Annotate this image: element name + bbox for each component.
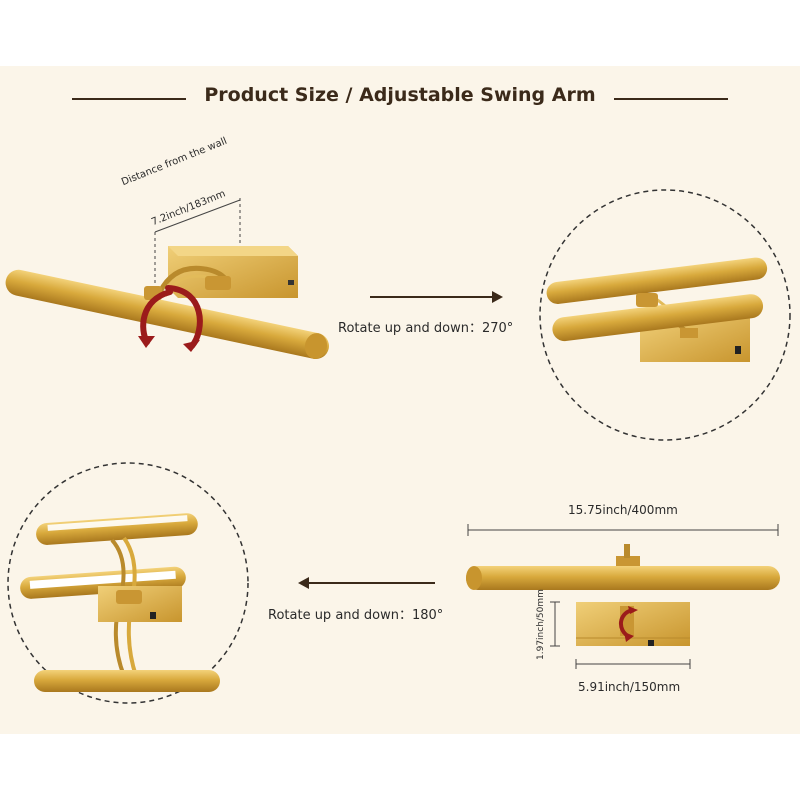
rotate-270-label: Rotate up and down：270° xyxy=(338,321,514,336)
page-title: Product Size / Adjustable Swing Arm xyxy=(204,84,596,106)
wall-plate xyxy=(168,246,298,298)
front-light-bar xyxy=(466,566,780,590)
height-label: 1.97inch/50mm xyxy=(536,589,546,660)
lamp-rotated-270 xyxy=(546,257,768,362)
base-width-label: 5.91inch/150mm xyxy=(578,680,681,694)
detail-circle-top xyxy=(539,189,791,441)
rotate-180-label: Rotate up and down：180° xyxy=(268,608,444,623)
lamp-front-view xyxy=(466,524,780,669)
length-label: 15.75inch/400mm xyxy=(568,503,678,517)
detail-circle-bottom xyxy=(7,462,249,704)
lamp-top-left xyxy=(5,198,329,360)
light-bar xyxy=(5,269,329,360)
lamp-rotated-180 xyxy=(20,513,220,692)
distance-dimension-line xyxy=(154,199,241,233)
